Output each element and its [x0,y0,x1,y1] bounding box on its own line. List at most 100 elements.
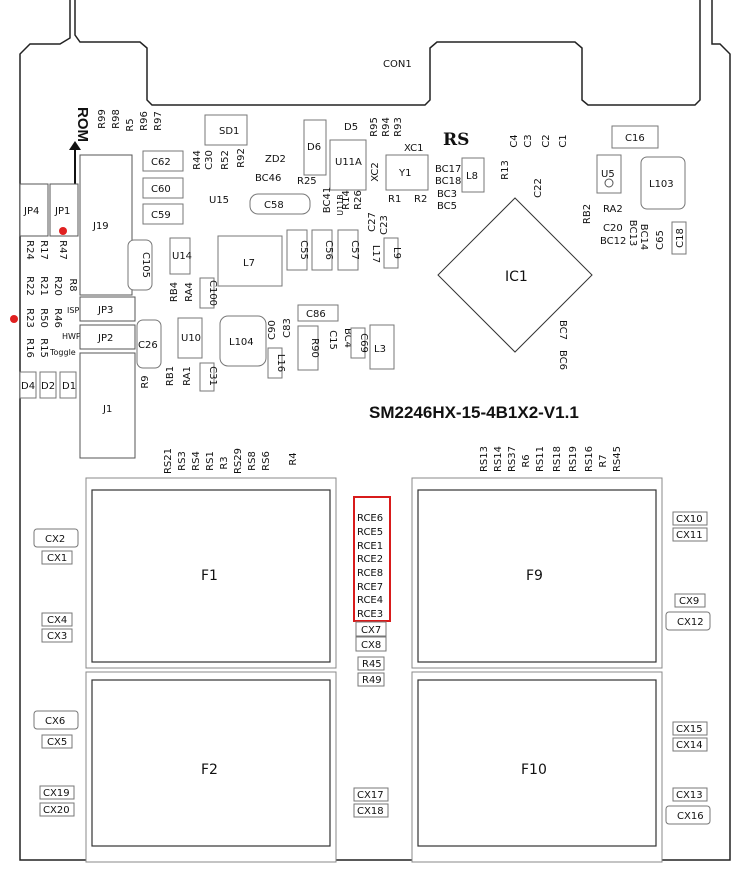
resistor-row-left: RS21 RS3 RS4 RS1 R3 RS29 RS8 RS6 R4 [163,448,299,474]
cap-c56: C56 [311,229,334,271]
svg-text:RCE6: RCE6 [357,513,383,524]
svg-text:R7: R7 [598,454,609,467]
svg-text:CX11: CX11 [676,530,703,541]
svg-text:C57: C57 [349,240,360,260]
cap-cx13: CX13 [672,787,708,802]
inductor-l103: L103 [640,156,686,210]
cap-cx11: CX11 [672,527,708,542]
label-group-bc41: BC41 U11B R14 R26 [322,187,364,216]
svg-text:BC17: BC17 [435,164,461,175]
label-c22: C22 [533,178,544,198]
svg-text:D2: D2 [41,381,55,392]
svg-text:C30: C30 [204,150,215,170]
label-c27: C27 [367,212,378,232]
svg-text:RCE3: RCE3 [357,609,383,620]
svg-text:R97: R97 [153,111,164,131]
label-c83: C83 [282,318,293,338]
inductor-l104: L104 [219,315,267,367]
diode-d4: D4 [19,371,37,399]
label-r50: R50 [38,308,49,328]
cap-c105: C105 [127,239,153,291]
svg-text:CX12: CX12 [677,617,704,628]
svg-text:R44: R44 [192,150,203,170]
svg-text:U11B: U11B [336,194,345,216]
label-ra1: RA1 [182,366,193,386]
cap-group-c1-c4: C4 C3 C2 C1 [509,134,569,147]
svg-text:R98: R98 [111,109,122,129]
label-bc14: BC14 [638,224,649,250]
resistor-group-r44: R44 C30 R52 R92 [192,148,247,170]
svg-text:RCE5: RCE5 [357,527,383,538]
svg-text:RS3: RS3 [177,451,188,471]
flash-chip-f10: F10 [411,671,663,863]
svg-text:L7: L7 [243,258,255,269]
flash-chip-f1: F1 [85,477,337,669]
svg-text:C69: C69 [358,333,369,353]
svg-text:JP4: JP4 [23,206,39,217]
inductor-l7: L7 [217,235,283,287]
svg-text:U11A: U11A [335,157,362,168]
label-toggle: Toggle [49,348,76,357]
svg-text:R14: R14 [341,190,352,210]
cap-cx16: CX16 [665,805,711,825]
svg-text:L3: L3 [374,344,386,355]
svg-text:CX16: CX16 [677,811,704,822]
label-rb2: RB2 [582,204,593,224]
resistor-r49: R49 [357,672,385,687]
cap-cx19: CX19 [39,785,75,800]
cap-c60: C60 [142,177,184,199]
svg-text:R3: R3 [219,456,230,469]
svg-text:L16: L16 [275,354,286,372]
label-c20: C20 [603,223,623,234]
label-bc4: BC4 [342,328,353,348]
svg-text:U14: U14 [172,251,192,262]
cap-cx14: CX14 [672,737,708,752]
svg-text:CX1: CX1 [47,553,67,564]
svg-text:ROM: ROM [74,107,91,142]
svg-text:U5: U5 [601,169,615,180]
svg-text:IC1: IC1 [505,269,528,285]
svg-text:CX19: CX19 [43,788,70,799]
svg-text:RS8: RS8 [247,451,258,471]
cap-cx20: CX20 [39,802,75,817]
cap-cx12: CX12 [665,611,711,631]
svg-text:RCE7: RCE7 [357,582,383,593]
inductor-l9: L9 [383,237,402,269]
svg-text:CX5: CX5 [47,737,67,748]
diode-d2: D2 [39,371,57,399]
svg-text:RS37: RS37 [507,446,518,472]
label-r15: R15 [38,338,49,358]
label-r16: R16 [24,338,35,358]
cap-group-bc: BC17 BC18 BC3 BC5 [435,164,461,212]
svg-text:CX7: CX7 [361,625,381,636]
svg-text:R26: R26 [353,190,364,210]
svg-text:C16: C16 [625,133,645,144]
board-title: SM2246HX-15-4B1X2-V1.1 [369,403,579,422]
svg-text:C18: C18 [675,228,686,248]
svg-text:BC41: BC41 [322,187,333,213]
cap-c57: C57 [337,229,360,271]
label-r23: R23 [24,308,35,328]
svg-text:C59: C59 [151,210,171,221]
svg-text:C3: C3 [523,134,534,147]
svg-text:C26: C26 [138,340,158,351]
chip-ic1: IC1 [437,197,593,353]
svg-text:RS29: RS29 [233,448,244,474]
label-r20: R20 [52,276,63,296]
cap-c26: C26 [136,319,162,369]
connector-j19: J19 [79,154,133,296]
cap-c59: C59 [142,203,184,225]
cap-c100: C100 [199,277,218,309]
cap-cx15: CX15 [672,721,708,736]
cap-c55: C55 [286,229,309,271]
svg-text:R96: R96 [139,111,150,131]
svg-text:R95: R95 [369,117,380,137]
rce-highlight-box [353,496,391,622]
svg-text:C2: C2 [541,134,552,147]
svg-text:L103: L103 [649,179,674,190]
svg-text:Y1: Y1 [398,168,411,179]
marker-dot-jp1 [59,227,67,235]
svg-text:RS1: RS1 [205,451,216,471]
svg-text:RS16: RS16 [584,446,595,472]
svg-text:D6: D6 [307,142,321,153]
